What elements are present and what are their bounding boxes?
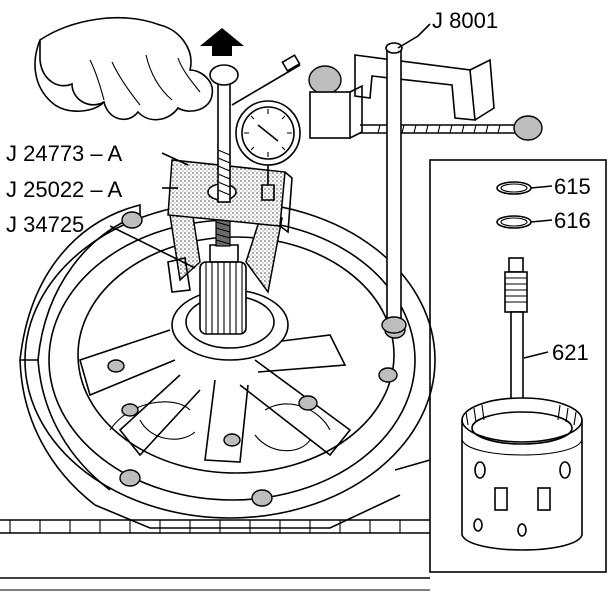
label-621: 621 [552,340,589,365]
label-j25022: J 25022 – A [6,177,123,202]
j8001-clamp [308,42,543,334]
label-616: 616 [554,208,591,233]
up-arrow-icon [200,28,244,56]
technician-hand [34,16,214,121]
label-615: 615 [554,174,591,199]
clutch-drum [461,397,583,551]
transmission-case [0,201,436,591]
label-j34725: J 34725 [6,212,84,237]
label-j8001: J 8001 [432,8,498,33]
dial-indicator-j24773 [209,54,301,203]
label-j24773: J 24773 – A [6,141,123,166]
output-shaft-assembly [199,209,247,335]
leader-lines [109,23,553,359]
inset-panel [429,159,607,573]
